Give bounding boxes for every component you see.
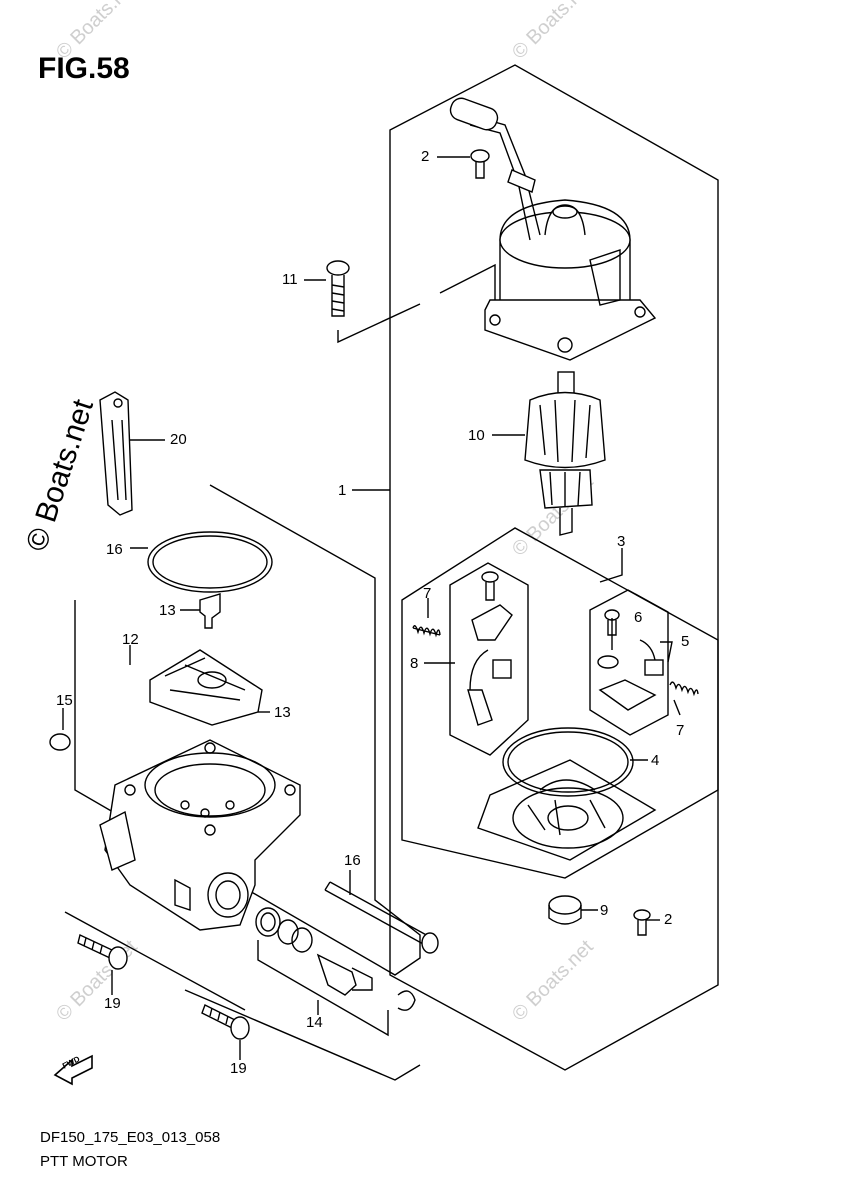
bolt-19-lower bbox=[201, 1004, 250, 1040]
callout-13: 13 bbox=[274, 704, 291, 721]
callout-20: 20 bbox=[170, 431, 187, 448]
callout-19: 19 bbox=[230, 1060, 247, 1077]
o-ring-16 bbox=[147, 531, 273, 593]
leader-lines bbox=[62, 156, 681, 1060]
callout-8: 8 bbox=[410, 655, 419, 672]
callout-1: 1 bbox=[338, 482, 347, 499]
callout-15: 13 bbox=[159, 602, 176, 619]
callout-10: 10 bbox=[468, 427, 485, 444]
o-ring-4 bbox=[502, 727, 634, 797]
callout-3: 3 bbox=[617, 533, 626, 550]
forward-arrow-icon bbox=[53, 1054, 93, 1086]
figure-title: FIG.58 bbox=[38, 52, 130, 85]
brush-holder-plate bbox=[477, 759, 657, 861]
callout-7: 7 bbox=[676, 722, 685, 739]
valve-14 bbox=[255, 907, 416, 1037]
bolt-19-upper bbox=[77, 934, 128, 970]
ring-17 bbox=[49, 733, 71, 751]
pump-body bbox=[99, 739, 301, 931]
callout-7: 7 bbox=[423, 585, 432, 602]
brush-8-box bbox=[449, 562, 529, 756]
callout-19: 19 bbox=[104, 995, 121, 1012]
bolt-11 bbox=[326, 260, 350, 317]
callout-14: 14 bbox=[306, 1014, 323, 1031]
assembly-box-1 bbox=[389, 64, 719, 1071]
callout-5: 5 bbox=[681, 633, 690, 650]
washer-9 bbox=[548, 895, 582, 925]
brush-5 bbox=[597, 609, 664, 711]
screw-2-bottom bbox=[633, 909, 651, 936]
screw-2-top bbox=[470, 149, 490, 179]
callout-11: 11 bbox=[282, 271, 298, 288]
brush-8 bbox=[467, 571, 513, 726]
callout-2: 2 bbox=[664, 911, 673, 928]
assembly-box-3 bbox=[401, 527, 719, 879]
cover-13 bbox=[149, 649, 263, 726]
callout-17: 15 bbox=[56, 692, 73, 709]
callout-16: 16 bbox=[106, 541, 123, 558]
figure-name: PTT MOTOR bbox=[40, 1153, 128, 1170]
callout-12: 12 bbox=[122, 631, 139, 648]
figure-code: DF150_175_E03_013_058 bbox=[40, 1129, 221, 1146]
callout-18: 16 bbox=[344, 852, 361, 869]
rod-18 bbox=[324, 881, 439, 954]
brush-5-box bbox=[589, 589, 669, 736]
fitting-15 bbox=[199, 593, 221, 629]
armature-10 bbox=[524, 371, 606, 536]
callout-9: 9 bbox=[600, 902, 609, 919]
callout-6: 6 bbox=[634, 609, 643, 626]
motor-housing bbox=[449, 97, 657, 361]
callout-2: 2 bbox=[421, 148, 430, 165]
strap-20 bbox=[99, 391, 133, 516]
spring-7-left bbox=[412, 625, 441, 638]
spring-7-right bbox=[669, 681, 699, 697]
callout-4: 4 bbox=[651, 752, 660, 769]
